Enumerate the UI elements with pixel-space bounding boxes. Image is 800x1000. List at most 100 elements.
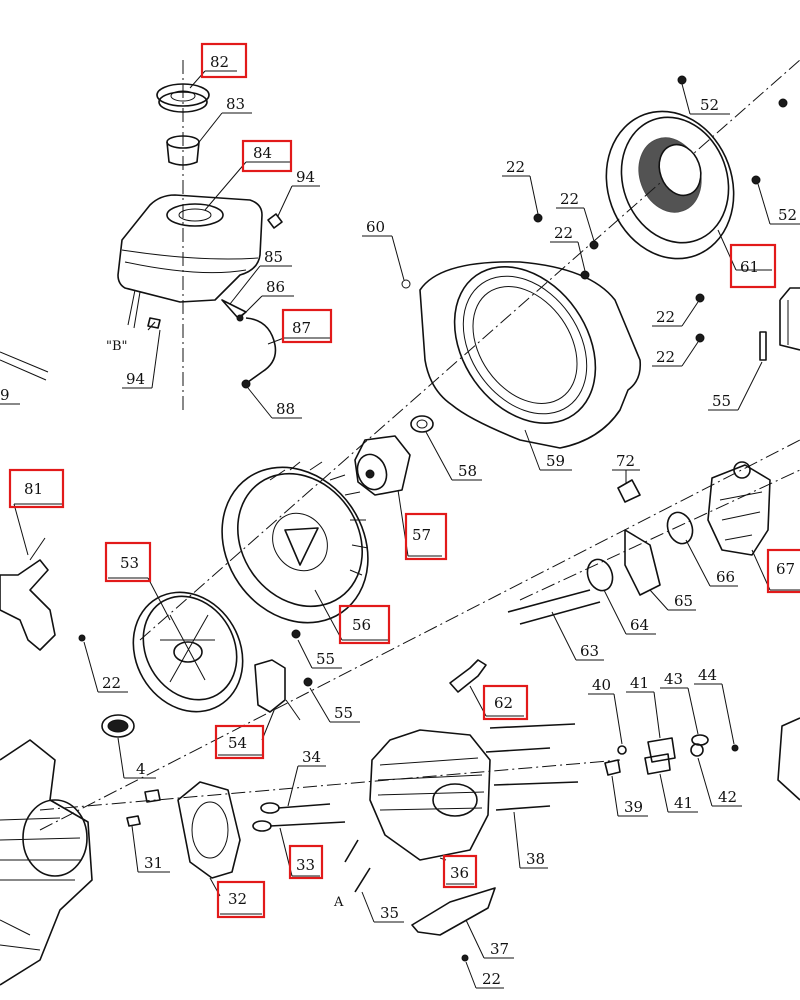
fuel-tank [117,194,263,329]
fuel-cap [156,83,210,113]
blower-cover [605,75,788,260]
callout-65: 65 [674,592,693,610]
rocker-cover-edge [777,717,800,801]
callout-22-c: 22 [554,224,573,242]
callout-41-bottom: 41 [674,794,693,812]
callout-59: 59 [546,452,565,470]
head-bolts-38 [485,723,579,811]
highlight-32 [216,880,266,919]
flywheel-56 [221,461,369,624]
head-gasket-32 [177,781,241,879]
highlight-36 [442,854,478,889]
highlight-67 [766,548,800,594]
callout-4: 4 [136,760,146,778]
callout-66: 66 [716,568,735,586]
callout-72: 72 [616,452,635,470]
highlight-boxes [8,42,800,919]
callout-55-a: 55 [712,392,731,410]
callout-44: 44 [698,666,717,684]
callout-41-top: 41 [630,674,649,692]
highlight-33 [288,844,324,880]
studs-35 [344,839,371,893]
callout-54: 54 [228,734,247,752]
callout-82: 82 [210,53,229,71]
engine-block-left [0,739,93,986]
callout-31: 31 [144,854,163,872]
cylinder-head-36 [369,729,491,861]
callout-85: 85 [264,248,283,266]
carburetor-67 [707,461,771,556]
spark-plug-62 [449,659,487,693]
highlight-61 [729,243,777,289]
highlight-82 [200,42,248,79]
highlight-56 [338,604,391,645]
callout-38: 38 [526,850,545,868]
gasket-64 [586,558,614,592]
rod-left [0,351,49,381]
callout-55-b: 55 [316,650,335,668]
callout-35: 35 [380,904,399,922]
callout-9: 9 [0,386,10,404]
callout-86: 86 [266,278,285,296]
callout-22-f: 22 [102,674,121,692]
callout-40: 40 [592,676,611,694]
callout-81: 81 [24,480,43,498]
dowels-31 [126,789,161,827]
callout-34: 34 [302,748,321,766]
ignition-coil-54 [78,629,313,721]
callout-60: 60 [366,218,385,236]
callout-62: 62 [494,694,513,712]
callout-22-g: 22 [482,970,501,988]
callout-42: 42 [718,788,737,806]
shroud-37 [411,887,496,962]
callout-22-e: 22 [656,348,675,366]
callout-67: 67 [776,560,795,578]
callout-22-b: 22 [560,190,579,208]
label-a: A [333,895,344,910]
callout-57: 57 [412,526,431,544]
fuel-line-parts [221,299,277,389]
callout-58: 58 [458,462,477,480]
seal-4 [101,714,135,738]
studs-63 [507,589,601,625]
callout-52-a: 52 [700,96,719,114]
ratchet-58 [410,415,434,433]
callout-63: 63 [580,642,599,660]
callout-55-c: 55 [334,704,353,722]
callout-39: 39 [624,798,643,816]
callout-52-b: 52 [778,206,797,224]
highlight-53 [104,541,152,583]
callout-37: 37 [490,940,509,958]
callout-94-bottom: 94 [126,370,145,388]
highlight-62 [482,684,529,721]
flywheel-fan-53 [132,591,244,713]
carb-insulator-65-66 [617,479,694,596]
starter-cup-57 [354,435,411,496]
highlight-87 [281,308,333,344]
blower-housing [401,261,642,449]
callout-83: 83 [226,95,245,113]
callout-labels: 82 83 84 94 85 86 87 94 88 60 22 22 22 5… [0,53,797,988]
control-lever-81 [0,537,56,651]
callout-36: 36 [450,864,469,882]
callout-87: 87 [292,319,311,337]
callout-94-top: 94 [296,168,315,186]
callout-53: 53 [120,554,139,572]
callout-64: 64 [630,616,649,634]
highlight-84 [241,139,293,173]
valves-33 [252,802,346,832]
highlight-57 [404,512,448,561]
fasteners-94 [147,213,283,331]
highlight-54 [214,724,265,760]
callout-32: 32 [228,890,247,908]
highlight-81 [8,468,65,509]
callout-22-d: 22 [656,308,675,326]
side-bracket [779,287,800,351]
valve-parts-39-44 [604,734,739,776]
label-b: "B" [106,339,128,354]
callout-22-a: 22 [506,158,525,176]
callout-43: 43 [664,670,683,688]
callout-84: 84 [253,144,272,162]
callout-33: 33 [296,856,315,874]
